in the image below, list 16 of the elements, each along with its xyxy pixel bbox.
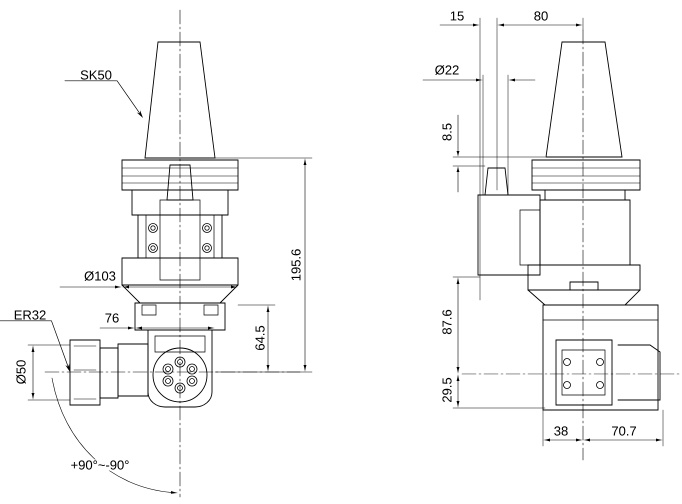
dimension-label: Ø103 bbox=[83, 270, 117, 282]
dimension-label: Ø22 bbox=[434, 64, 460, 76]
dimension-label: 76 bbox=[104, 312, 120, 324]
dimension-label: 29.5 bbox=[441, 376, 453, 404]
part-label: ER32 bbox=[14, 310, 46, 320]
dimension-label: 70.7 bbox=[610, 425, 638, 437]
dimension-label: 38 bbox=[552, 425, 570, 437]
part-label: SK50 bbox=[80, 70, 112, 80]
dimension-label: 64.5 bbox=[254, 324, 266, 352]
dimension-label: 195.6 bbox=[290, 248, 302, 282]
dimension-label: Ø50 bbox=[15, 358, 27, 386]
dimension-label: +90°~-90° bbox=[70, 459, 130, 471]
dimension-label: 15 bbox=[448, 10, 466, 22]
dimension-label: 87.6 bbox=[441, 308, 453, 336]
dimension-label: 80 bbox=[532, 10, 550, 22]
dimension-label: 8.5 bbox=[441, 122, 453, 142]
